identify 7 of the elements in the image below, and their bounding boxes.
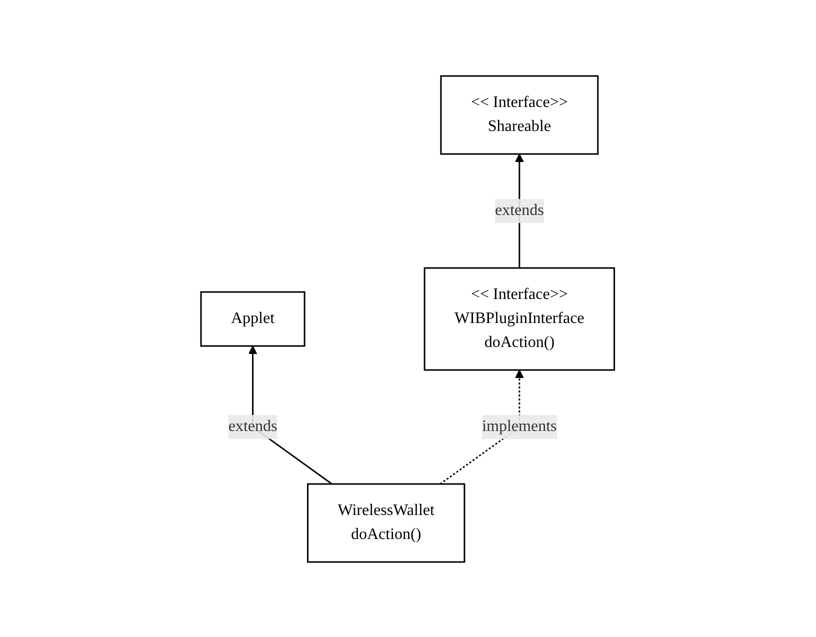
edge-label: extends	[228, 418, 278, 434]
node-box: << Interface>> WIBPluginInterface doAction()	[424, 266, 616, 370]
node-box: WirelessWallet doAction()	[307, 482, 466, 562]
edge-label: implements	[482, 418, 558, 434]
node-box: << Interface>> Shareable	[440, 74, 599, 154]
edge-label: extends	[495, 202, 544, 218]
node-box: Applet	[200, 290, 306, 346]
